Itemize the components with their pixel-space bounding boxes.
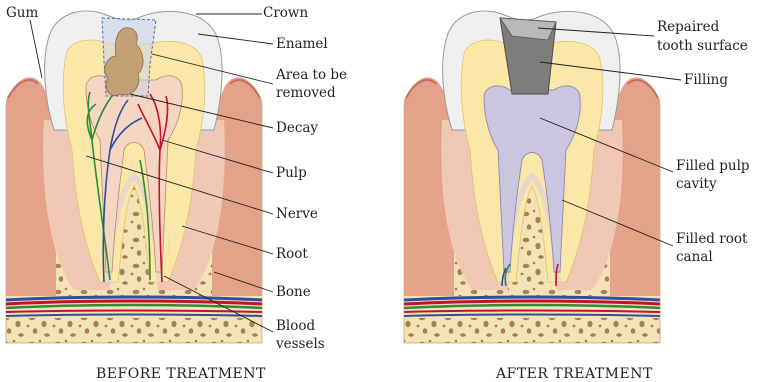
label-blood-1: Blood — [276, 318, 315, 334]
label-repaired-1: Repaired — [657, 19, 720, 35]
label-gum: Gum — [6, 5, 38, 21]
label-crown: Crown — [263, 5, 308, 21]
before-panel: BEFORE TREATMENT — [6, 11, 266, 382]
label-blood-2: vessels — [275, 336, 325, 352]
label-filling: Filling — [684, 72, 728, 88]
label-nerve: Nerve — [276, 206, 318, 222]
label-filled-pulp-2: cavity — [676, 176, 717, 192]
label-filled-root-1: Filled root — [676, 231, 748, 247]
after-caption: AFTER TREATMENT — [495, 366, 653, 382]
label-repaired-2: tooth surface — [657, 38, 748, 54]
before-caption: BEFORE TREATMENT — [96, 366, 266, 382]
label-bone: Bone — [276, 284, 311, 300]
label-filled-root-2: canal — [676, 249, 713, 265]
label-root: Root — [276, 246, 308, 262]
leader-gum — [30, 20, 42, 78]
label-enamel: Enamel — [276, 36, 328, 52]
label-filled-pulp-1: Filled pulp — [676, 158, 750, 174]
after-panel: AFTER TREATMENT — [404, 11, 660, 382]
vessel-bands-after — [404, 296, 660, 318]
label-area-1: Area to be — [275, 67, 347, 83]
label-pulp: Pulp — [276, 165, 307, 181]
label-decay: Decay — [276, 120, 318, 136]
label-area-2: removed — [276, 85, 336, 101]
